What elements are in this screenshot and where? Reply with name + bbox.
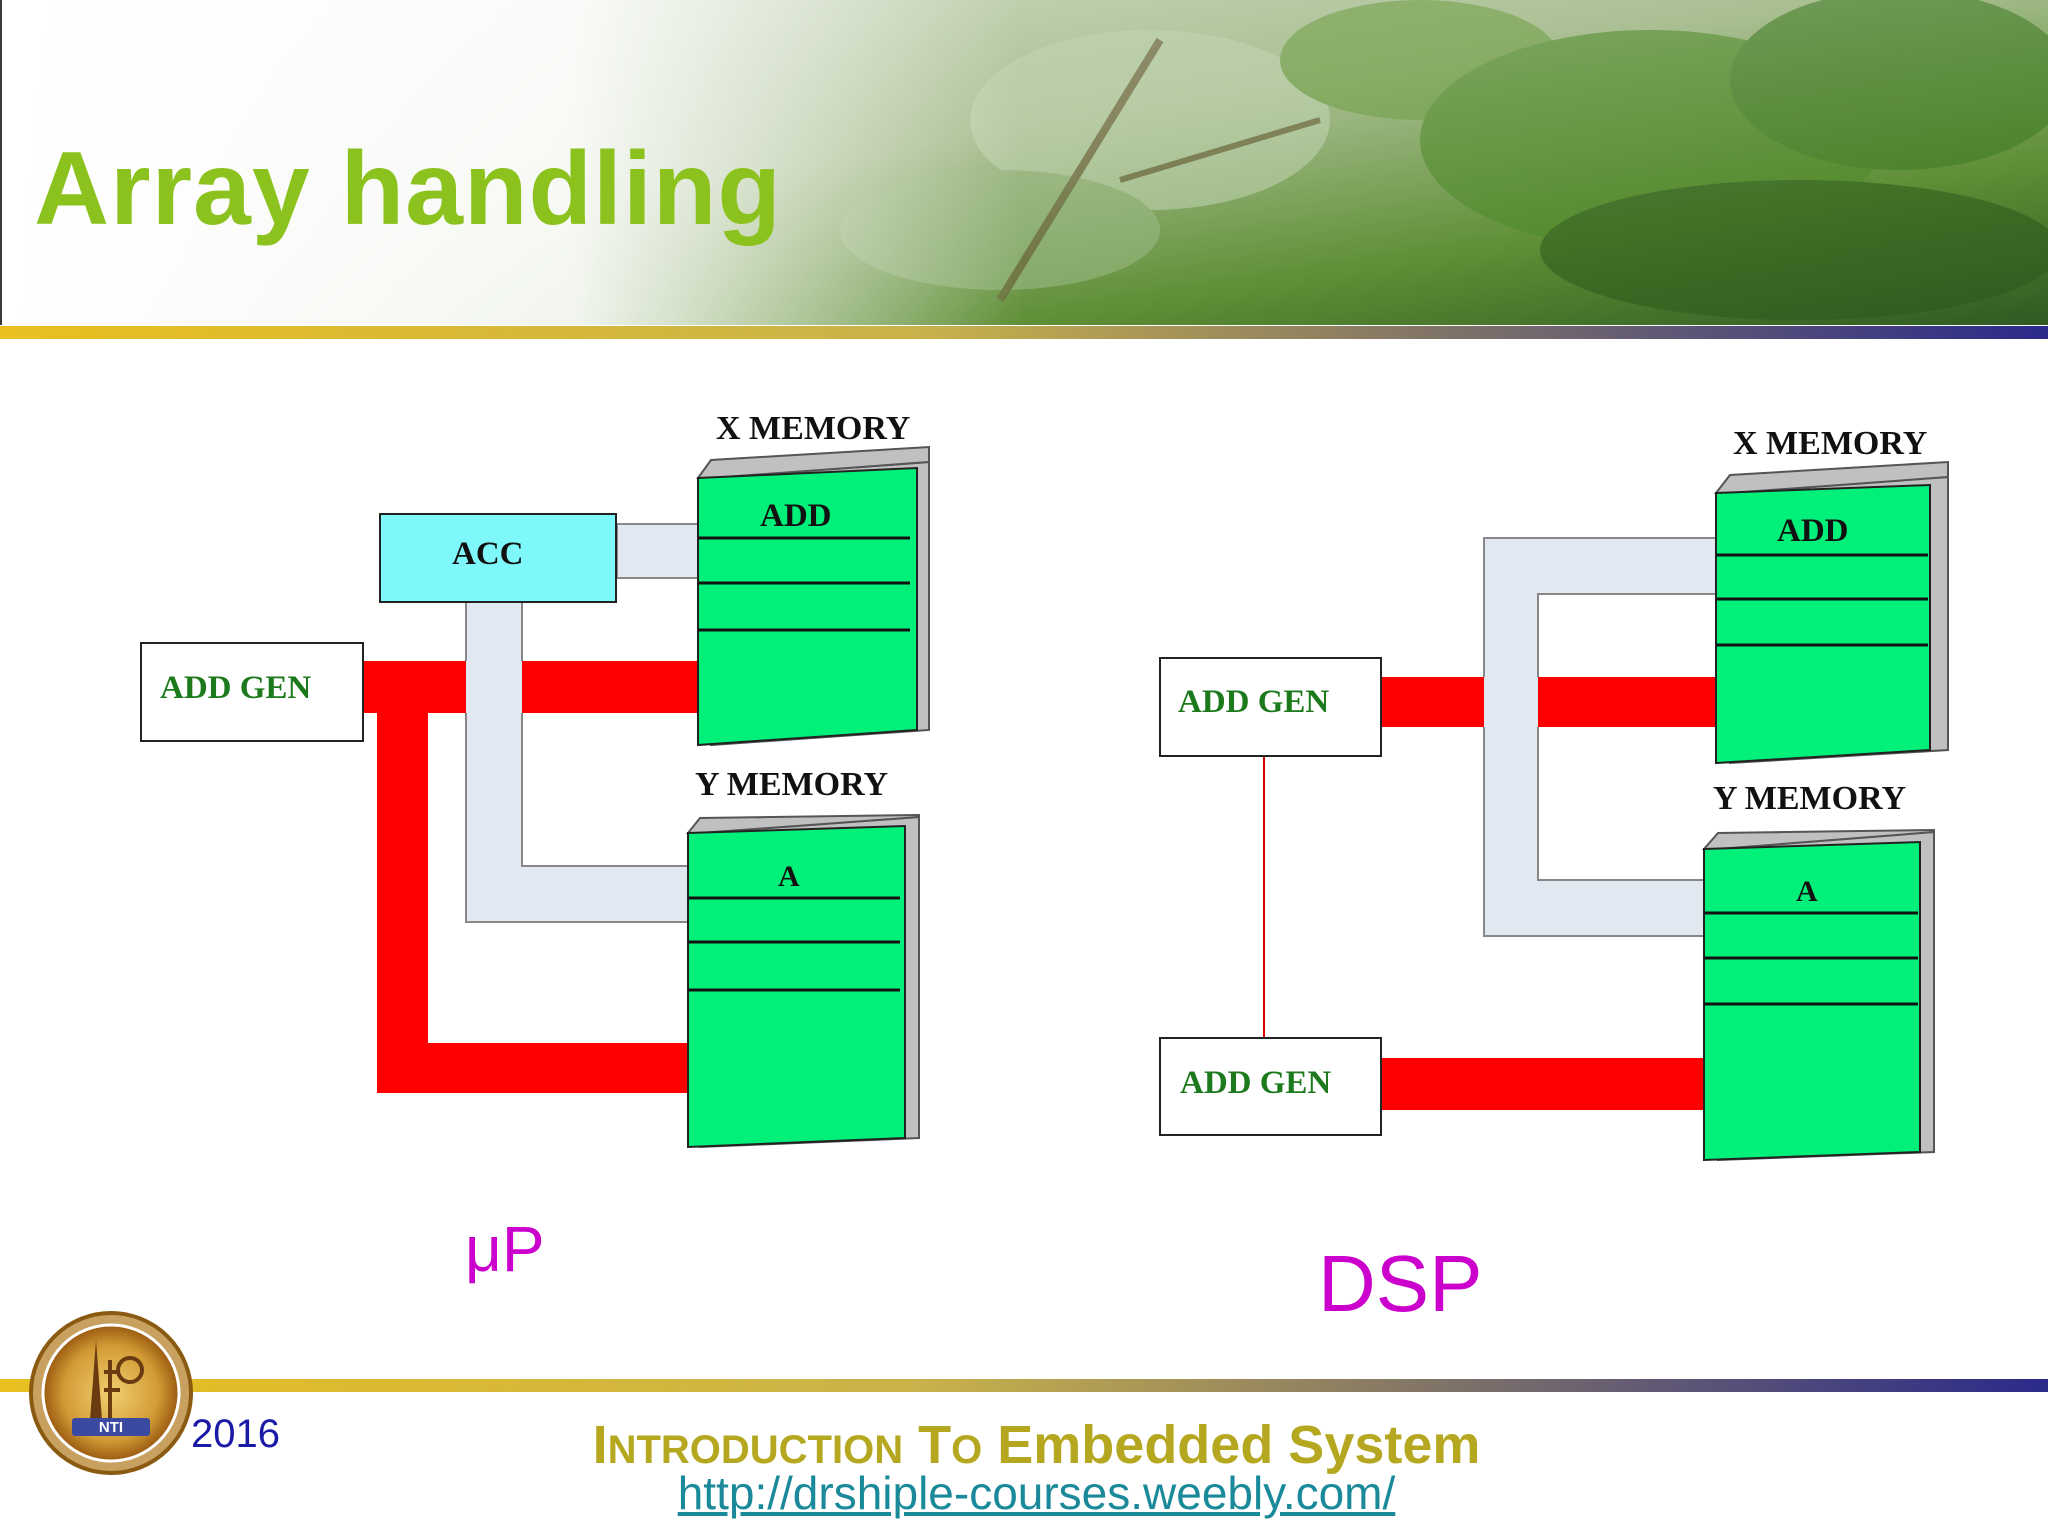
- up-add-gen-label: ADD GEN: [160, 670, 312, 706]
- dsp-y-memory-first-cell: A: [1796, 875, 1818, 908]
- footer-course-title: INTRODUCTION TO Embedded System: [0, 1414, 2048, 1476]
- bus-memories-link: [1483, 537, 1717, 937]
- footer-year: 2016: [191, 1412, 280, 1456]
- slide-title: Array handling: [34, 131, 782, 247]
- dsp-y-memory-label: Y MEMORY: [1713, 780, 1907, 817]
- bus-x-to-acc: [616, 523, 701, 579]
- bus-acc-to-y: [465, 599, 689, 923]
- footer-title-rest-2: O: [951, 1428, 983, 1472]
- dsp-add-gen-bottom-label: ADD GEN: [1180, 1065, 1332, 1101]
- dsp-add-gen-top-label: ADD GEN: [1178, 684, 1330, 720]
- footer-title-initial-2: T: [918, 1415, 952, 1475]
- up-x-memory-first-cell: ADD: [760, 498, 832, 534]
- add-gen-box: [140, 642, 364, 742]
- y-memory: [685, 813, 920, 1149]
- add-gen-bottom-box: [1159, 1037, 1382, 1136]
- up-y-memory-label: Y MEMORY: [695, 766, 889, 803]
- footer-title-rest-1: NTRODUCTION: [607, 1428, 904, 1472]
- nti-logo: NTI: [29, 1311, 193, 1475]
- logo-text: NTI: [99, 1419, 123, 1436]
- up-acc-label: ACC: [452, 536, 524, 572]
- footer-title-part-3: Embedded System: [997, 1415, 1481, 1475]
- up-x-memory-label: X MEMORY: [716, 410, 911, 447]
- x-memory-dsp: [1713, 460, 1949, 765]
- bus-crossing: [466, 661, 522, 713]
- add-gen-top-box: [1159, 657, 1382, 757]
- caption-microprocessor: μP: [465, 1213, 545, 1285]
- dsp-x-memory-label: X MEMORY: [1733, 425, 1928, 462]
- y-memory-dsp: [1701, 828, 1935, 1162]
- header-divider: [0, 326, 2048, 339]
- bus-addgen-to-y: [377, 661, 688, 1093]
- footer-divider: [0, 1379, 2048, 1392]
- caption-dsp: DSP: [1318, 1239, 1483, 1328]
- header-banner: [0, 0, 2048, 325]
- up-y-memory-first-cell: A: [778, 860, 800, 893]
- bus-addgen-top-to-x: [1381, 677, 1716, 727]
- bus-addgen-bottom-to-y: [1381, 1058, 1704, 1110]
- diagram-microprocessor: [140, 445, 930, 1149]
- diagram-dsp: [1159, 460, 1949, 1162]
- x-memory: [696, 445, 930, 747]
- bus-crossing-dsp: [1484, 677, 1538, 727]
- footer-title-initial-1: I: [592, 1415, 608, 1475]
- dsp-x-memory-first-cell: ADD: [1777, 513, 1849, 549]
- acc-box: [379, 513, 617, 603]
- footer-url-link[interactable]: http://drshiple-courses.weebly.com/: [677, 1467, 1396, 1519]
